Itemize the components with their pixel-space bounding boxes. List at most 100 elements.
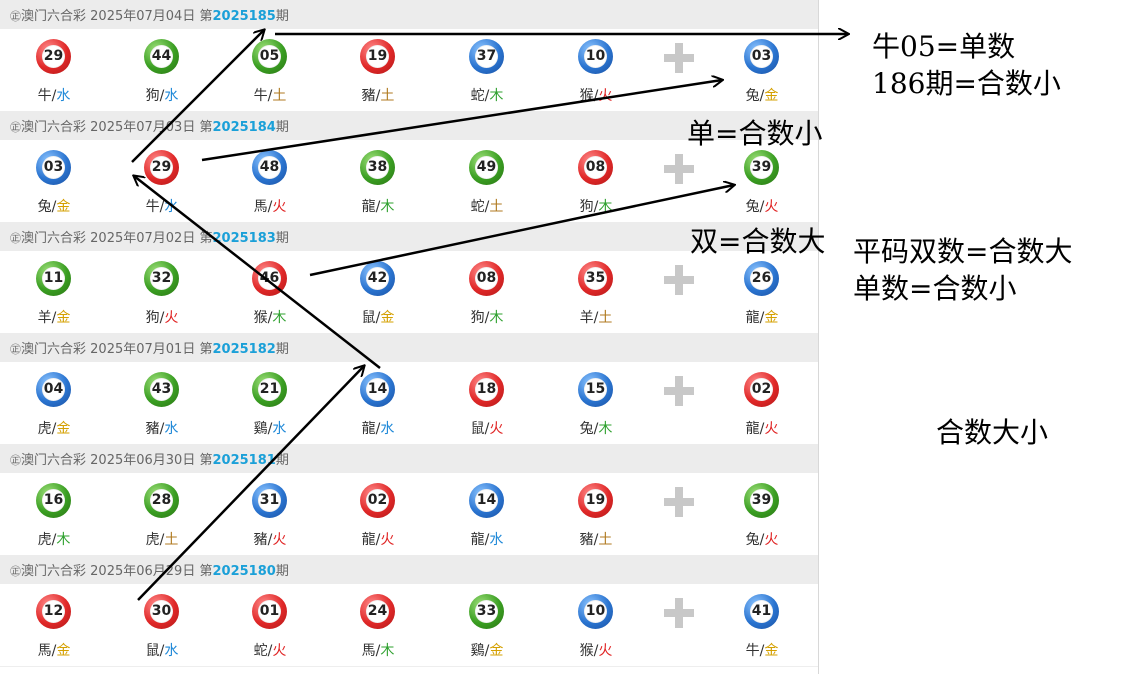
ball-number: 29 [150,156,173,179]
ball-label: 鼠/火 [470,421,504,437]
element: 木 [380,199,395,215]
ball-label: 狗/火 [145,310,179,326]
ball-label: 龍/火 [745,421,779,437]
element: 金 [764,88,779,104]
ball-number: 28 [150,489,173,512]
ball-label: 兔/木 [579,421,613,437]
ball-label: 鼠/水 [145,643,179,659]
ball-number: 32 [150,267,173,290]
lottery-mark: ㊣ [10,10,21,23]
ball-label: 羊/金 [37,310,71,326]
zodiac: 猴 [579,643,594,659]
ball-number: 11 [42,267,65,290]
draw-date: 2025年06月29日 [90,564,196,579]
lottery-name: 澳门六合彩 [21,342,87,357]
regular-ball: 31 豬/火 [235,473,305,555]
ball-label: 狗/木 [470,310,504,326]
ball-label: 龍/水 [361,421,395,437]
ball-number: 19 [584,489,607,512]
ball-number: 16 [42,489,65,512]
ball-label: 豬/火 [253,532,287,548]
ball-number: 02 [366,489,389,512]
ball-label: 龍/木 [361,199,395,215]
lottery-mark: ㊣ [10,343,21,356]
ball-number: 41 [750,600,773,623]
lottery-mark: ㊣ [10,232,21,245]
lottery-ball-icon: 28 [144,483,179,518]
zodiac: 蛇 [470,88,485,104]
lottery-ball-icon: 03 [744,39,779,74]
ball-label: 馬/木 [361,643,395,659]
zodiac: 狗 [470,310,485,326]
lottery-ball-icon: 32 [144,261,179,296]
row-divider [0,666,818,667]
element: 金 [380,310,395,326]
zodiac: 豬 [253,532,268,548]
element: 金 [56,643,71,659]
zodiac: 豬 [145,421,160,437]
period-prefix: 第 [199,342,213,357]
ball-label: 猴/木 [253,310,287,326]
lottery-ball-icon: 31 [252,483,287,518]
lottery-ball-icon: 39 [744,150,779,185]
ball-number: 38 [366,156,389,179]
lottery-ball-icon: 15 [578,372,613,407]
element: 木 [272,310,287,326]
plus-icon [664,265,694,295]
zodiac: 鼠 [145,643,160,659]
plus-icon [664,598,694,628]
draw-date: 2025年07月02日 [90,231,196,246]
lottery-mark: ㊣ [10,454,21,467]
regular-ball: 21 鷄/水 [235,362,305,444]
ball-number: 03 [750,45,773,68]
period-suffix: 期 [275,120,289,135]
ball-number: 46 [258,267,281,290]
zodiac: 牛 [145,199,160,215]
element: 土 [598,310,613,326]
lottery-ball-icon: 21 [252,372,287,407]
period-suffix: 期 [275,342,289,357]
ball-label: 鷄/水 [253,421,287,437]
ball-number: 39 [750,489,773,512]
period-suffix: 期 [275,453,289,468]
element: 金 [56,310,71,326]
element: 土 [380,88,395,104]
zodiac: 牛 [37,88,52,104]
ball-label: 蛇/木 [470,88,504,104]
ball-number: 35 [584,267,607,290]
ball-label: 羊/土 [579,310,613,326]
lottery-ball-icon: 10 [578,594,613,629]
ball-number: 19 [366,45,389,68]
element: 木 [489,310,504,326]
zodiac: 兔 [745,199,760,215]
period-number: 2025184 [212,120,276,135]
draw-date: 2025年07月03日 [90,120,196,135]
lottery-ball-icon: 10 [578,39,613,74]
note-regular-even: 平码双数=合数大 [853,235,1073,268]
zodiac: 鷄 [470,643,485,659]
ball-number: 10 [584,600,607,623]
ball-number: 39 [750,156,773,179]
plus-icon [664,376,694,406]
ball-number: 03 [42,156,65,179]
element: 土 [272,88,287,104]
zodiac: 鼠 [470,421,485,437]
ball-label: 狗/水 [145,88,179,104]
lottery-ball-icon: 48 [252,150,287,185]
lottery-ball-icon: 03 [36,150,71,185]
ball-label: 牛/土 [253,88,287,104]
ball-label: 虎/金 [37,421,71,437]
regular-ball: 38 龍/木 [343,140,413,222]
